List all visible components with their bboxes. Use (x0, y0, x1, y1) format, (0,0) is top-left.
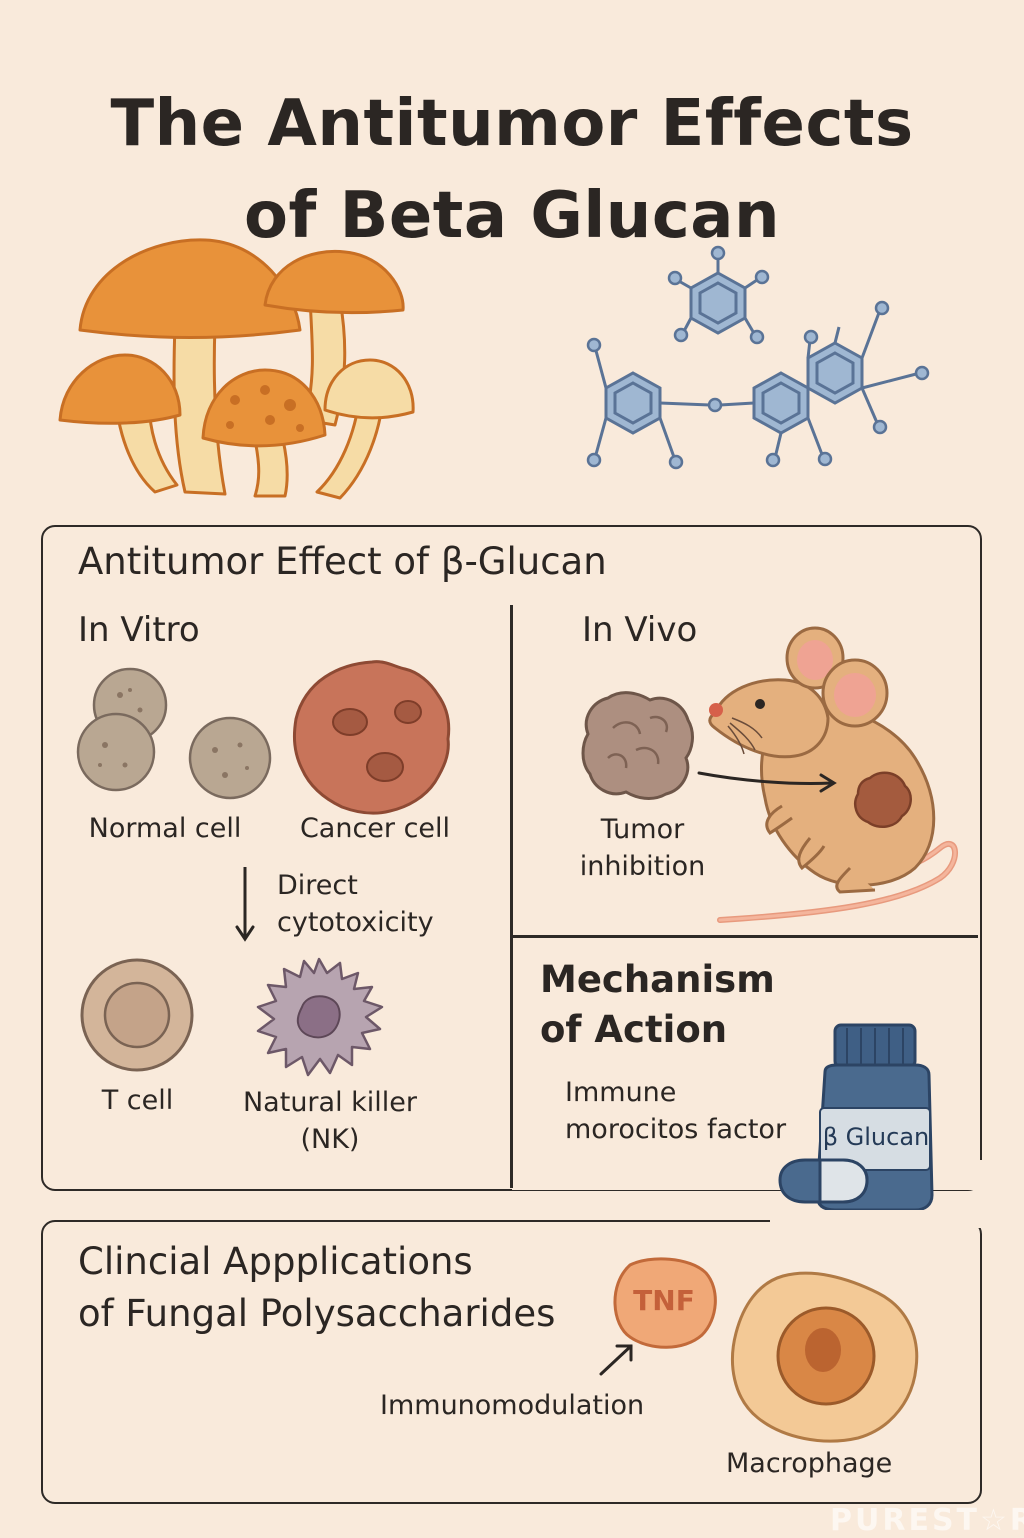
normal-cell-label: Normal cell (88, 813, 242, 844)
clinical-heading-line-2: of Fungal Polysaccharides (78, 1292, 556, 1335)
tumor-illustration (581, 691, 694, 800)
clinical-heading-line-1: Clincial Appplications (78, 1240, 473, 1283)
nk-cell-illustration (256, 957, 384, 1077)
mechanism-label-line-1: Immune (565, 1077, 677, 1108)
tumor-arrow (697, 771, 837, 793)
clinical-gap (770, 1210, 982, 1228)
mechanism-label-line-2: morocitos factor (565, 1114, 787, 1145)
mechanism-heading-line-2: of Action (540, 1008, 728, 1051)
title-line-2: of Beta Glucan (243, 179, 781, 253)
in-vitro-heading: In Vitro (78, 610, 200, 650)
t-cell-illustration (80, 958, 194, 1072)
nk-label-line-1: Natural killer (242, 1087, 418, 1118)
bottle-label: β Glucan (822, 1123, 930, 1151)
column-divider (510, 605, 513, 1187)
cancer-cell-label: Cancer cell (299, 813, 451, 844)
normal-cell-illustration (76, 667, 272, 800)
title-line-1: The Antitumor Effects (110, 87, 914, 161)
mechanism-heading-line-1: Mechanism (540, 958, 775, 1001)
tnf-blob (613, 1257, 717, 1349)
cytotoxicity-label: cytotoxicity (277, 907, 434, 938)
t-cell-label: T cell (101, 1085, 174, 1116)
mouse-illustration (708, 626, 958, 923)
mushroom-cluster-illustration (58, 238, 415, 500)
macrophage-illustration (730, 1271, 919, 1443)
clinical-panel (41, 1220, 982, 1504)
tumor-label-line-1: Tumor (600, 814, 685, 845)
antitumor-heading: Antitumor Effect of β-Glucan (78, 540, 607, 583)
macrophage-label: Macrophage (726, 1448, 893, 1479)
tnf-label: TNF (633, 1284, 695, 1317)
nk-label-line-2: (NK) (300, 1124, 360, 1155)
mechanism-divider (512, 935, 978, 938)
beta-glucan-bottle-illustration (778, 1023, 934, 1212)
down-arrow (235, 867, 255, 942)
tumor-label-line-2: inhibition (579, 851, 706, 882)
beta-glucan-molecule-illustration (586, 245, 930, 470)
watermark: PUREST☆R (830, 1503, 1024, 1538)
immunomodulation-label: Immunomodulation (380, 1390, 645, 1421)
immunomodulation-arrow (599, 1344, 633, 1376)
direct-label: Direct (277, 870, 358, 901)
page-title: The Antitumor Effects of Beta Glucan (0, 78, 1024, 262)
in-vivo-heading: In Vivo (582, 610, 698, 650)
left-bottom-line (510, 1160, 513, 1188)
cancer-cell-illustration (292, 660, 451, 815)
antitumor-panel (41, 525, 982, 1191)
